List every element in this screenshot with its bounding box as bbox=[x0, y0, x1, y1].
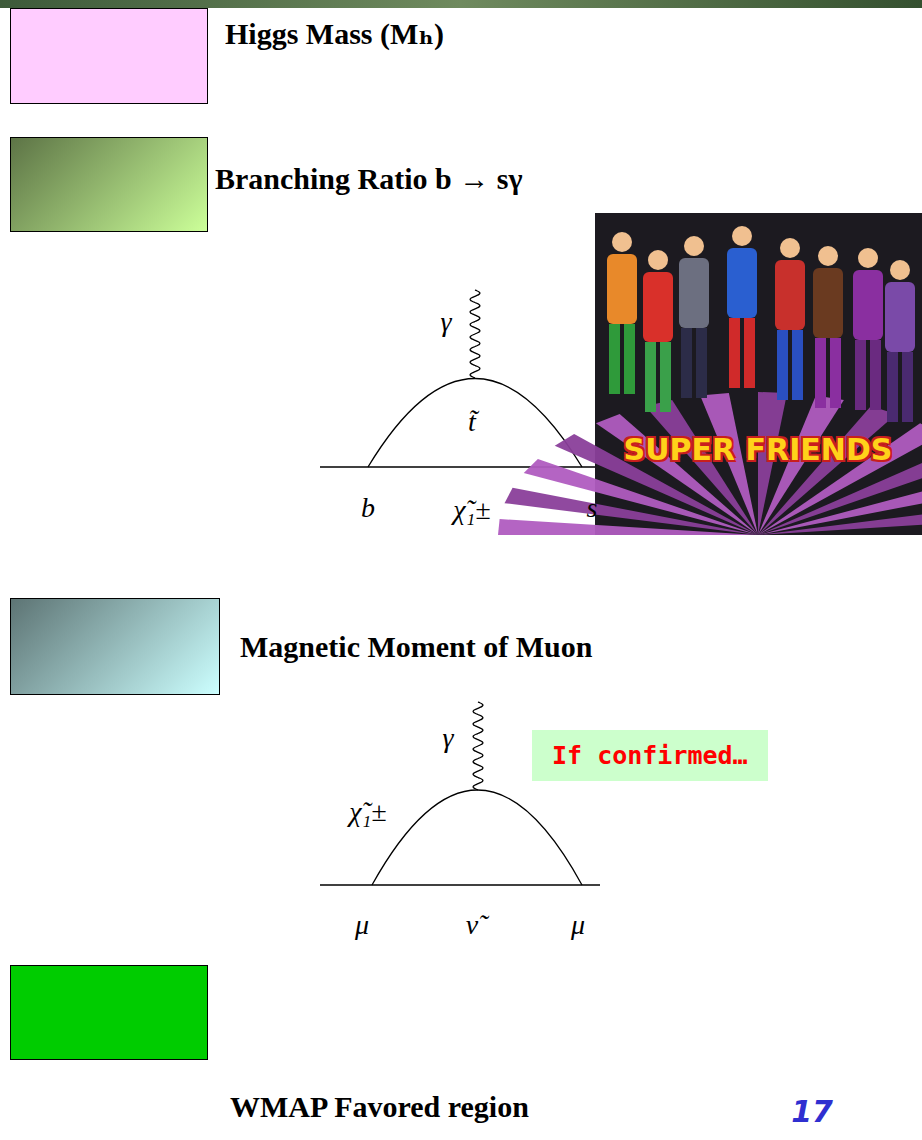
callout-box: If confirmed… bbox=[532, 730, 768, 781]
legend-swatch bbox=[10, 137, 208, 232]
particle-label: t̃ bbox=[468, 408, 476, 436]
legend-label: WMAP Favored region bbox=[230, 1090, 529, 1124]
particle-label: ν̃ bbox=[466, 911, 478, 939]
callout-text: If confirmed… bbox=[552, 741, 768, 770]
particle-label: χ̃₁± bbox=[349, 798, 386, 826]
particle-label: b bbox=[361, 494, 375, 522]
header-band bbox=[0, 0, 922, 8]
super-friends-picture bbox=[498, 213, 922, 535]
legend-label: Branching Ratio b → sγ bbox=[215, 162, 522, 196]
particle-label: γ bbox=[440, 308, 451, 336]
legend-label: Magnetic Moment of Muon bbox=[240, 630, 592, 664]
particle-label: μ bbox=[571, 911, 585, 939]
particle-label: s bbox=[587, 494, 598, 522]
page-number: 17 bbox=[791, 1097, 833, 1127]
legend-label: Higgs Mass (Mₕ) bbox=[225, 16, 444, 51]
legend-swatch bbox=[10, 598, 220, 695]
feynman-diagram-bsg bbox=[320, 290, 600, 467]
particle-label: μ bbox=[355, 911, 369, 939]
particle-label: χ̃₁± bbox=[453, 496, 490, 524]
picture-title: SUPER FRIENDS bbox=[624, 435, 893, 465]
legend-swatch bbox=[10, 965, 208, 1060]
legend-swatch bbox=[10, 8, 208, 104]
particle-label: γ bbox=[442, 724, 453, 752]
